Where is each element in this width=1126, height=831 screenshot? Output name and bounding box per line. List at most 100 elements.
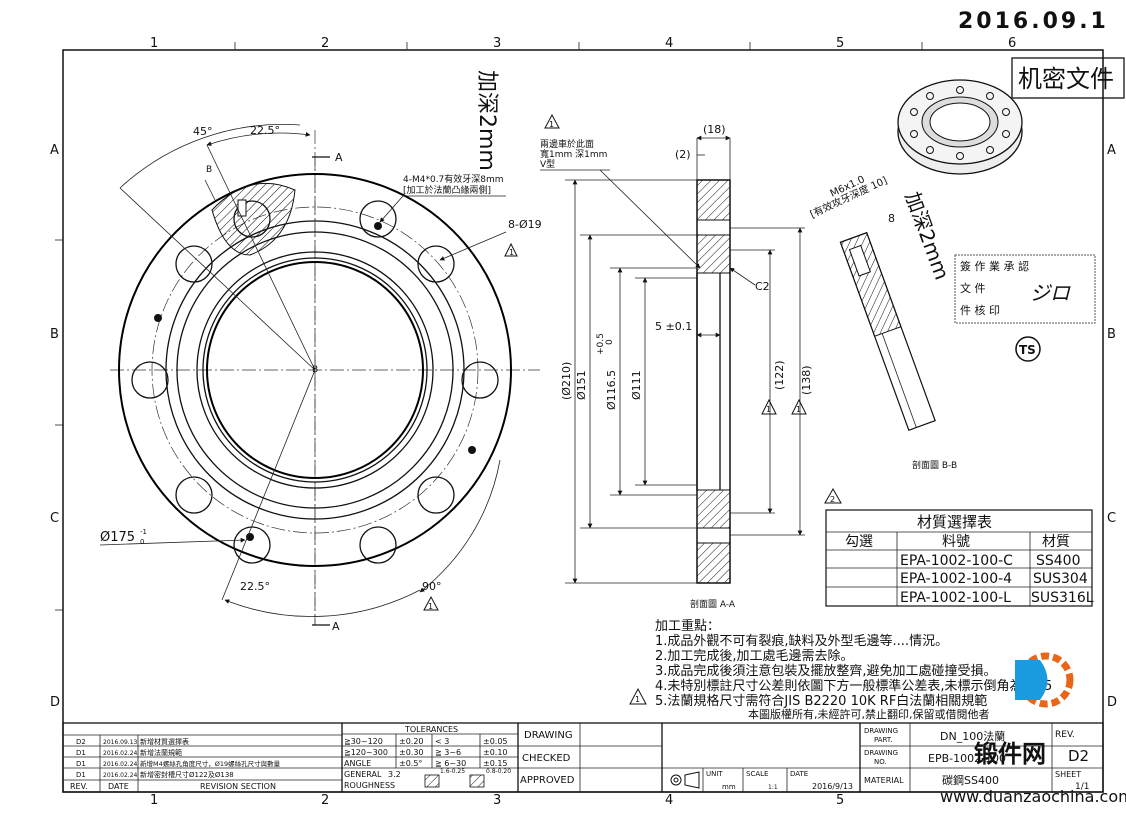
- dim-151: Ø151: [575, 370, 588, 400]
- dim-210: (Ø210): [560, 362, 573, 400]
- section-a-bottom-label: A: [332, 620, 340, 633]
- detail-depth-note: 加深2mm: [900, 189, 954, 283]
- dim-138: (138): [800, 365, 813, 395]
- material-row-1-mat: SS400: [1036, 553, 1081, 569]
- general-label: GENERAL: [344, 770, 382, 779]
- approved-label: APPROVED: [520, 775, 575, 786]
- grid-row-B-right: B: [1107, 327, 1116, 342]
- tol-r2-c2: ±0.30: [399, 748, 424, 757]
- grid-col-2-bottom: 2: [321, 793, 329, 808]
- svg-text:簽 作 業 承 認: 簽 作 業 承 認: [960, 259, 1029, 273]
- notes-title: 加工重點：: [655, 618, 720, 634]
- drawing-part-value: DN_100法蘭: [940, 729, 1005, 743]
- tolerances-title: TOLERANCES: [404, 725, 458, 734]
- rev-mark-section-a: 1: [761, 398, 777, 415]
- watermark-url: www.duanzaochina.com: [940, 787, 1126, 806]
- watermark-brand: 锻件网: [974, 740, 1046, 768]
- angle-90: 90°: [422, 580, 442, 593]
- material-value: 碳鋼SS400: [942, 773, 999, 787]
- rev-row-4-date: 2016.02.24: [103, 772, 138, 779]
- section-note-1: 兩邊車於此面: [540, 138, 594, 150]
- detail-dim-8: 8: [888, 212, 895, 225]
- dim-116-tol-upper: +0.5: [596, 333, 606, 355]
- dim-5: 5 ±0.1: [655, 320, 692, 333]
- section-view-aa: (Ø210) Ø151 Ø116.5 +0.5 0 Ø111 (122) (13…: [540, 113, 813, 610]
- tol-r2-c1: ≧120~300: [344, 748, 388, 757]
- tap-note-line-2: [加工於法蘭凸緣兩側]: [403, 184, 491, 196]
- material-table: 2 材質選擇表 勾選 料號 材質 EPA-1002-100-C SS400 EP…: [824, 487, 1094, 607]
- rev-header: REV.: [70, 782, 88, 791]
- note-1: 1.成品外觀不可有裂痕,缺料及外型毛邊等....情況。: [655, 633, 948, 649]
- checked-label: CHECKED: [522, 753, 571, 764]
- material-row-1-part: EPA-1002-100-C: [900, 553, 1013, 569]
- confidential-stamp: 机密文件: [1011, 57, 1125, 99]
- rev-row-1-date: 2016.09.13: [103, 739, 138, 746]
- rev-row-2-date: 2016.02.24: [103, 750, 138, 757]
- grid-col-6-top: 6: [1008, 36, 1016, 51]
- grid-col-5-bottom: 5: [836, 793, 844, 808]
- watermark: 锻件网 www.duanzaochina.com: [940, 652, 1126, 806]
- copyright-note: 本圖版權所有,未經許可,禁止翻印,保留或借閱他者: [748, 707, 990, 721]
- drawing-no-label-1: DRAWING: [864, 749, 898, 757]
- note-3: 3.成品完成後須注意包裝及擺放整齊,避免加工處碰撞受損。: [655, 663, 997, 679]
- roughness-value: 3.2: [388, 770, 401, 779]
- rev-mark-section-b: 1: [791, 398, 807, 415]
- grid-row-B-left: B: [50, 327, 59, 342]
- rev-row-4-rev: D1: [76, 771, 86, 779]
- rev-mark-triangle-2: 1: [423, 595, 439, 611]
- tol-r3-c1: ANGLE: [344, 759, 371, 768]
- scale-value: 1:1: [768, 784, 778, 791]
- unit-label: UNIT: [706, 770, 723, 778]
- pcd-tol-lower: 0: [140, 538, 144, 546]
- tap-note-line-1: 4-M4*0.7有效牙深8mm: [403, 173, 504, 185]
- title-block: D2 2016.09.13 新增材質選擇表 D1 2016.02.24 新增法蘭…: [62, 722, 1104, 793]
- roughness-a: 1.6-0.25: [440, 768, 465, 775]
- front-view: A A 45° 22.5° B B: [99, 70, 542, 633]
- sheet-value: 1/1: [1075, 782, 1089, 792]
- svg-text:文 件: 文 件: [960, 281, 986, 295]
- material-row-2-part: EPA-1002-100-4: [900, 571, 1012, 587]
- section-aa-caption: 剖面圖 A-A: [690, 598, 736, 610]
- section-a-top-label: A: [335, 151, 343, 164]
- grid-col-5-top: 5: [836, 36, 844, 51]
- grid-row-C-left: C: [50, 511, 59, 526]
- material-header-part: 料號: [942, 534, 970, 550]
- grid-labels: 1 2 3 4 5 6 1 2 3 4 5 A B C D A B C D: [50, 36, 1117, 808]
- rev-mark-triangle-1: 1: [504, 242, 518, 257]
- svg-text:件 核 印: 件 核 印: [960, 303, 1000, 317]
- dim-2: (2): [675, 148, 691, 161]
- roughness-b: 0.8-0.20: [486, 768, 511, 775]
- section-note-2: 寬1mm 深1mm: [540, 148, 607, 160]
- pcd-dimension: Ø175: [100, 530, 135, 545]
- svg-text:1: 1: [796, 405, 801, 414]
- grid-col-1-top: 1: [150, 36, 158, 51]
- dim-111: Ø111: [630, 370, 643, 400]
- rev-row-2-rev: D1: [76, 749, 86, 757]
- tol-r1-c2: ±0.20: [399, 737, 424, 746]
- rev-row-1-rev: D2: [76, 738, 86, 746]
- tol-r3-c2: ±0.5°: [399, 759, 422, 768]
- roughness-label: ROUGHNESS: [344, 781, 395, 790]
- sheet-label: SHEET: [1055, 770, 1081, 779]
- grid-row-D-right: D: [1107, 695, 1117, 710]
- tol-r2-c3: ≧ 3~6: [435, 748, 461, 757]
- svg-text:1: 1: [549, 120, 554, 129]
- pcd-tol-upper: -1: [140, 528, 147, 536]
- section-view-bb: M6x1.0 [有效攻牙深度 10] 8 加深2mm 剖面圖 B-B: [808, 174, 957, 471]
- rev-mark-section-top: 1: [544, 113, 560, 129]
- machining-notes: 加工重點： 1.成品外觀不可有裂痕,缺料及外型毛邊等....情況。 2.加工完成…: [629, 618, 1052, 721]
- grid-row-D-left: D: [50, 695, 60, 710]
- material-row-3-part: EPA-1002-100-L: [900, 590, 1011, 606]
- date-header: DATE: [108, 782, 129, 791]
- rev-row-3-date: 2016.02.24: [103, 761, 138, 768]
- rev-row-3-section: 新增M4螺絲孔角度尺寸，Ø19螺絲孔尺寸與數量: [140, 759, 281, 768]
- label-b-top: B: [206, 165, 212, 175]
- grid-col-3-bottom: 3: [493, 793, 501, 808]
- signature: ジロ: [1030, 281, 1071, 305]
- rev-mark-table: 2: [824, 487, 842, 504]
- drawing-part-label-1: DRAWING: [864, 727, 898, 735]
- grid-row-A-right: A: [1107, 143, 1116, 158]
- front-depth-note: 加深2mm: [474, 70, 499, 171]
- grid-col-1-bottom: 1: [150, 793, 158, 808]
- approval-stamp: 簽 作 業 承 認 文 件 件 核 印 ジロ TS: [954, 254, 1096, 362]
